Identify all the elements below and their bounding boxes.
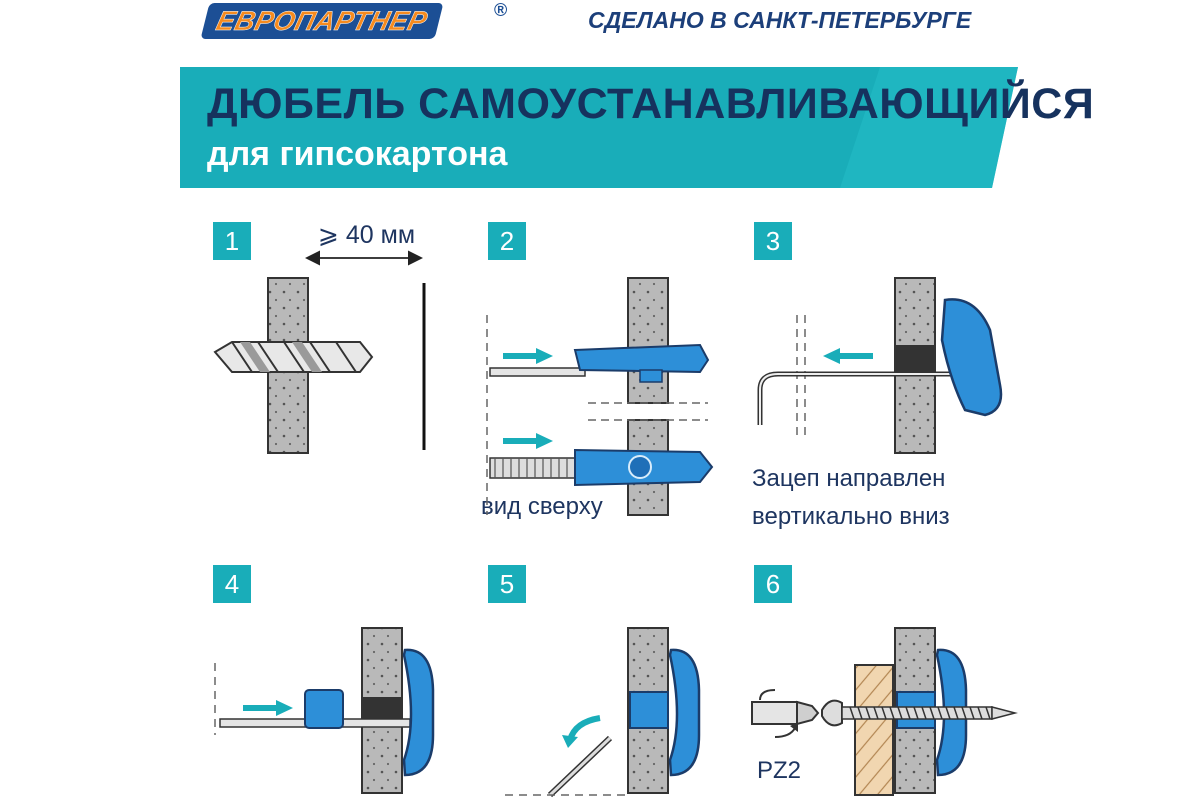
screwdriver-bit-icon xyxy=(751,700,820,726)
step-5-break-strap xyxy=(505,627,701,798)
step-badge-4: 4 xyxy=(213,565,251,603)
rotate-arrow-icon xyxy=(759,689,776,701)
anchor-flipped xyxy=(940,298,1003,417)
screw-icon xyxy=(821,699,1018,727)
push-arrow-icon-2 xyxy=(536,433,553,449)
anchor-sleeve xyxy=(304,689,344,729)
step-badge-3: 3 xyxy=(754,222,792,260)
anchor-inside xyxy=(402,648,435,777)
wooden-board xyxy=(854,664,894,796)
drill-bit-icon xyxy=(213,341,374,373)
top-view-caption: вид сверху xyxy=(481,493,603,520)
step-6-screw-in xyxy=(751,627,1018,796)
banner-title: ДЮБЕЛЬ САМОУСТАНАВЛИВАЮЩИЙСЯ xyxy=(207,80,1095,128)
push-arrow-icon xyxy=(536,348,553,364)
registered-mark: ® xyxy=(494,0,508,20)
step-badge-2: 2 xyxy=(488,222,526,260)
step-badge-1: 1 xyxy=(213,222,251,260)
push-arrow-icon xyxy=(276,700,293,716)
anchor-inside xyxy=(668,648,701,777)
banner-subtitle: для гипсокартона xyxy=(207,135,508,173)
drywall-panel-upper xyxy=(627,277,669,404)
step-2-insert xyxy=(486,277,714,516)
step-badge-6: 6 xyxy=(754,565,792,603)
hook-caption-line2: вертикально вниз xyxy=(752,503,950,530)
min-distance-label: ⩾ 40 мм xyxy=(318,221,416,249)
step-1-drilling xyxy=(213,250,426,454)
step-3-hook xyxy=(757,277,1003,454)
made-in-label: СДЕЛАНО В САНКТ-ПЕТЕРБУРГЕ xyxy=(588,7,972,33)
pull-arrow-icon xyxy=(823,348,840,364)
step-badge-5: 5 xyxy=(488,565,526,603)
screwdriver-bit-label: PZ2 xyxy=(757,757,802,784)
anchor-side-view xyxy=(573,343,710,374)
step-4-seat-sleeve xyxy=(214,627,435,794)
hook-caption-line1: Зацеп направлен xyxy=(752,465,946,492)
title-banner xyxy=(180,67,1018,188)
